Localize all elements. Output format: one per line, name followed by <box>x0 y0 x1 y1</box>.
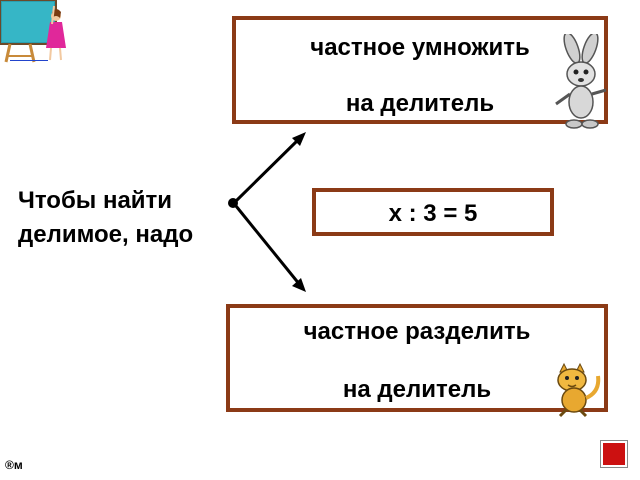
arrow-down-head <box>292 278 306 292</box>
branch-point <box>228 198 238 208</box>
option-multiply-line-1: частное умножить <box>310 34 530 61</box>
prompt-text: Чтобы найти делимое, надо <box>18 184 193 252</box>
option-box-divide: частное разделить на делитель <box>226 304 608 412</box>
rabbit-icon <box>548 32 610 130</box>
clipart-underline <box>10 60 48 61</box>
option-divide-line-2: на делитель <box>342 376 492 403</box>
next-slide-button[interactable] <box>600 440 628 468</box>
arrow-up <box>234 136 302 203</box>
arrow-down <box>234 205 302 286</box>
prompt-line-1: Чтобы найти <box>18 187 173 214</box>
example-equation: x : 3 = 5 <box>388 200 478 227</box>
prompt-line-2: делимое, надо <box>18 221 194 248</box>
copyright-mark: ®м <box>5 458 23 472</box>
cat-icon <box>546 362 604 418</box>
teacher-at-board-icon <box>0 0 70 66</box>
example-box: x : 3 = 5 <box>312 188 554 236</box>
option-multiply-line-2: на делитель <box>345 90 495 117</box>
option-divide-line-1: частное разделить <box>303 318 531 345</box>
nav-next-icon <box>603 443 625 465</box>
arrow-up-head <box>292 132 306 146</box>
option-box-multiply: частное умножить на делитель <box>232 16 608 124</box>
